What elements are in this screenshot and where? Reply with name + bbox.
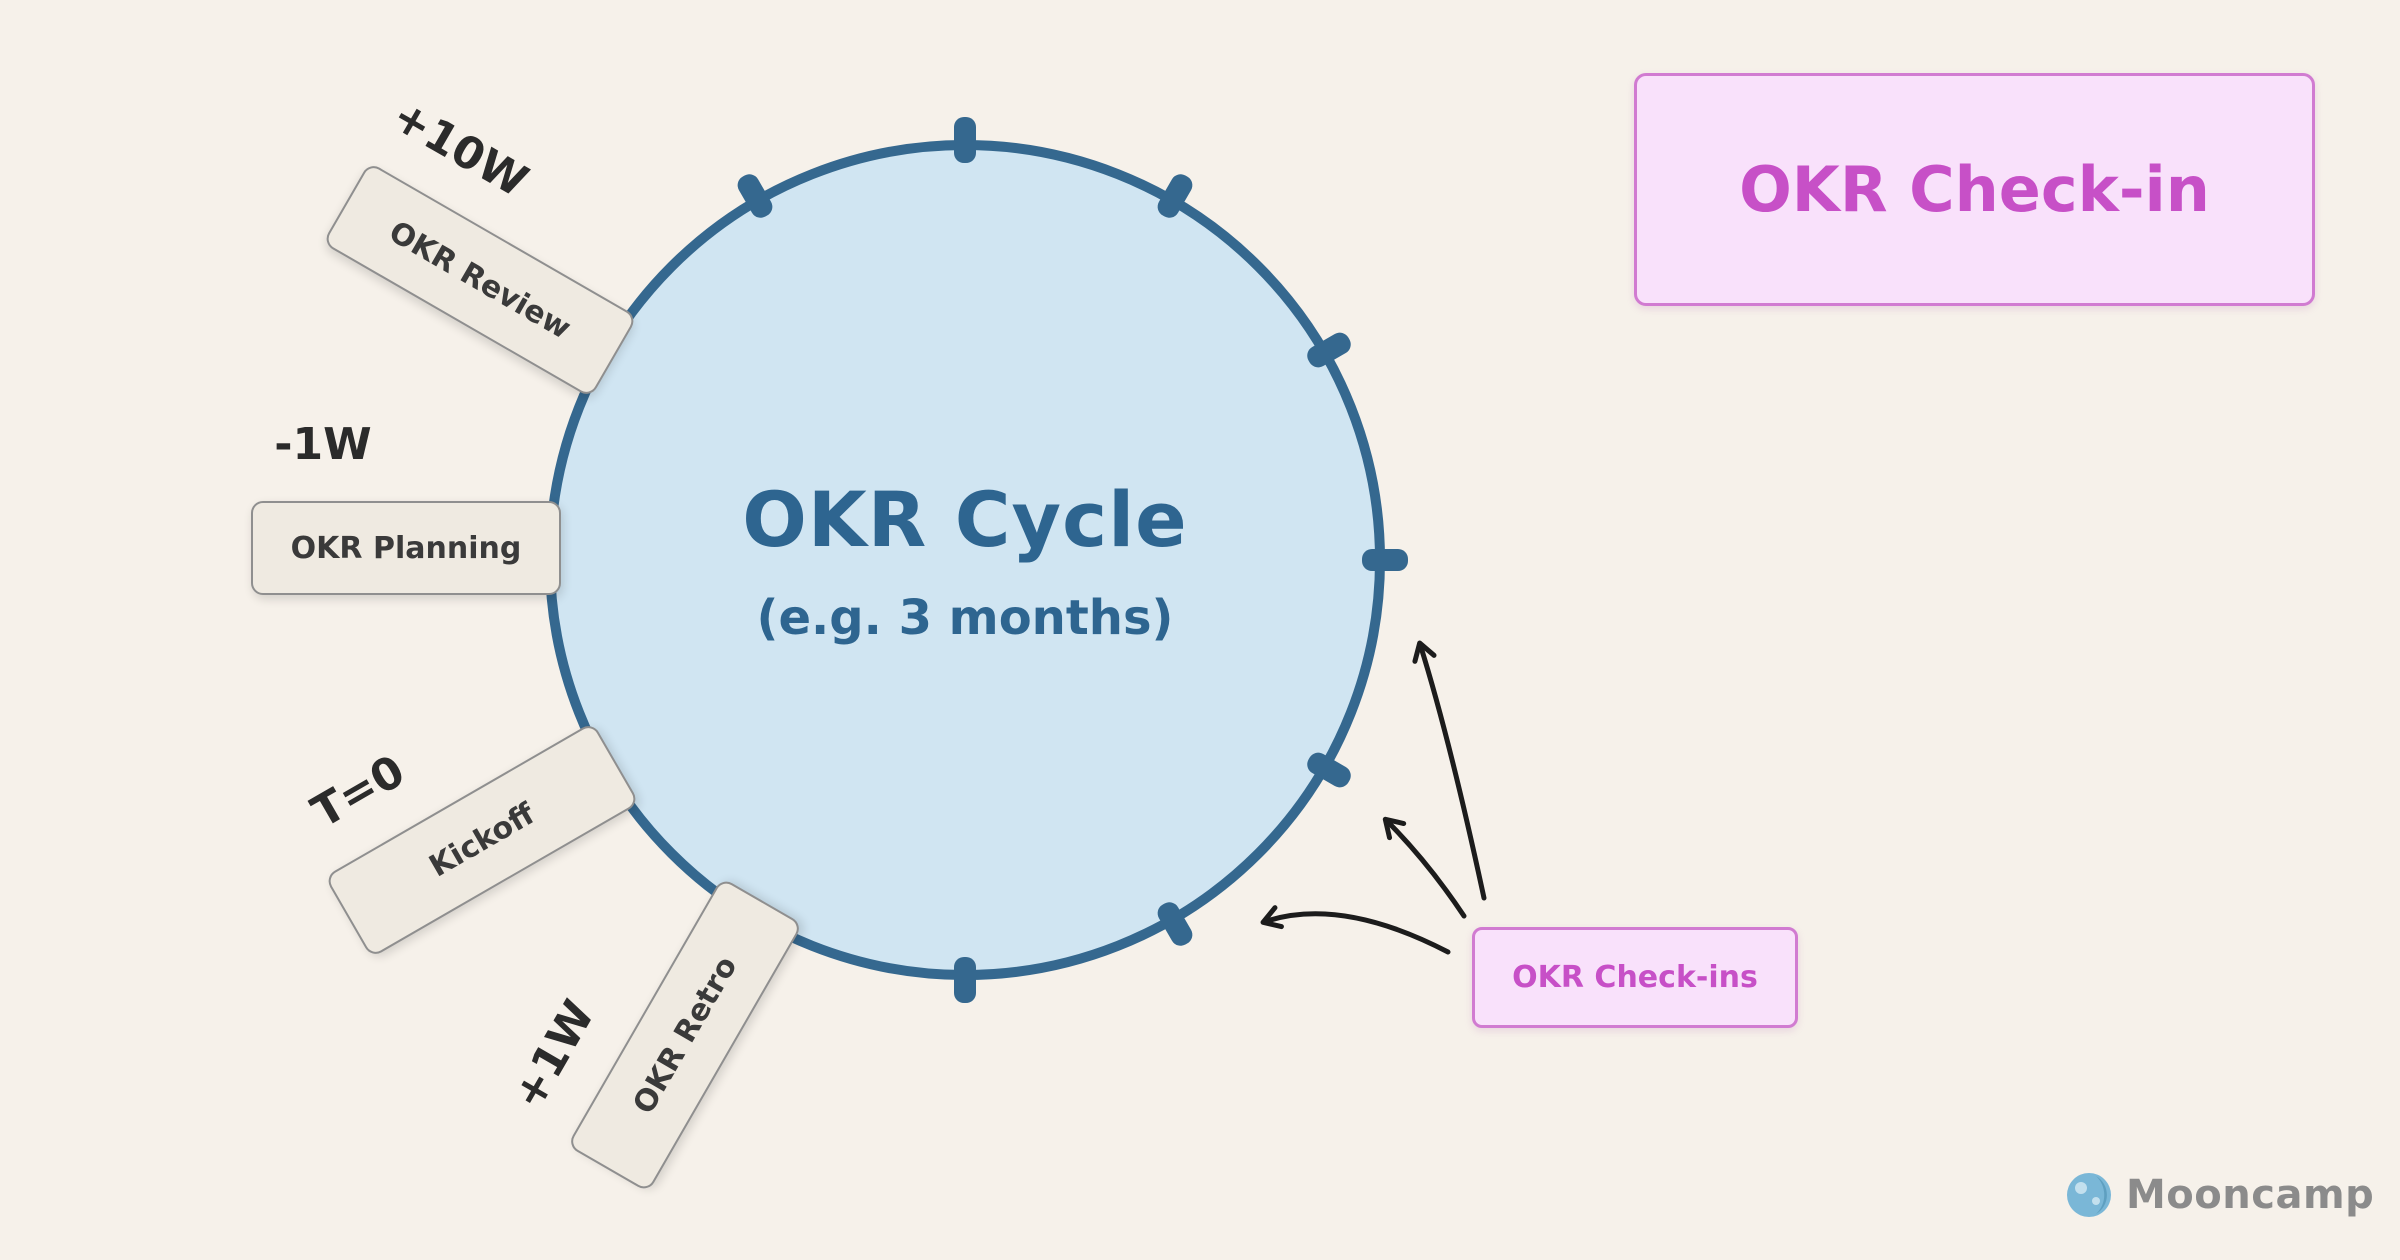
branding: Mooncamp xyxy=(2066,1172,2374,1218)
tick-mark xyxy=(954,117,976,163)
tick-mark xyxy=(1362,549,1408,571)
cycle-title: OKR Cycle xyxy=(742,474,1188,564)
okr-checkin-title: OKR Check-in xyxy=(1739,153,2210,226)
stage-group-kickoff: T=0 Kickoff xyxy=(303,721,640,959)
time-label-okr-planning: -1W xyxy=(274,419,372,470)
cycle-subtitle: (e.g. 3 months) xyxy=(756,589,1174,646)
okr-checkins-callout-label: OKR Check-ins xyxy=(1512,960,1758,995)
mooncamp-logo-icon xyxy=(2067,1173,2111,1217)
okr-checkin-title-box: OKR Check-in xyxy=(1634,73,2315,306)
okr-cycle-circle: OKR Cycle (e.g. 3 months) xyxy=(545,140,1385,980)
arrow-icon xyxy=(1382,816,1467,919)
stage-box-okr-retro: OKR Retro xyxy=(566,877,804,1193)
stage-group-okr-planning: -1W OKR Planning xyxy=(251,419,561,595)
brand-name: Mooncamp xyxy=(2126,1172,2375,1218)
tick-mark xyxy=(954,957,976,1003)
arrow-icon xyxy=(1412,640,1487,901)
arrow-icon xyxy=(1260,905,1451,955)
stage-group-okr-review: +10W OKR Review xyxy=(322,90,638,399)
stage-group-okr-retro: +1W OKR Retro xyxy=(503,877,804,1193)
stage-box-okr-review: OKR Review xyxy=(322,161,638,399)
stage-box-okr-planning: OKR Planning xyxy=(251,501,561,595)
okr-checkins-callout: OKR Check-ins xyxy=(1472,927,1798,1028)
